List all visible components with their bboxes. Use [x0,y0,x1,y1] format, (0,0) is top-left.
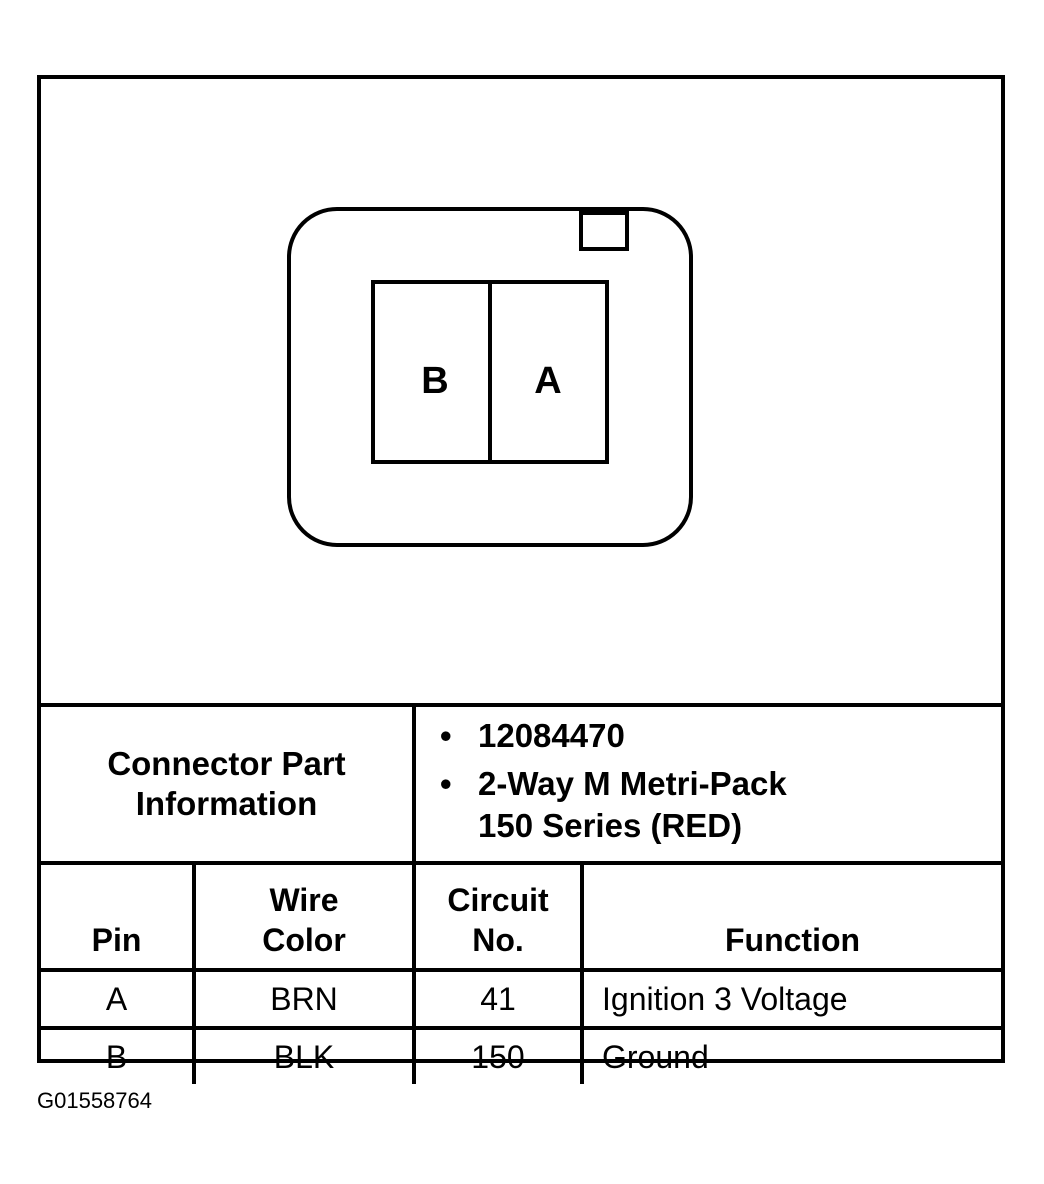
part-info-row: Connector Part Information • 12084470 • … [41,703,1002,865]
header-function-label: Function [724,922,861,958]
cell-wire-color: BRN [192,968,416,1030]
part-info-label-line2: Information [135,785,318,822]
part-info-items: • 12084470 • 2-Way M Metri-Pack 150 Seri… [411,703,1002,865]
part-number: 12084470 [478,717,625,754]
cell-circuit: 41 [412,968,584,1030]
part-description-item: • 2-Way M Metri-Pack 150 Series (RED) [440,763,1001,847]
connector-body-outline [287,207,693,547]
cell-pin: A [41,968,196,1030]
part-info-label: Connector Part Information [41,703,416,865]
header-wire-color-line1: Wire [269,882,339,918]
header-circuit-line2: No. [472,922,524,958]
connector-diagram: B A [41,79,1001,703]
bullet-icon: • [440,765,452,802]
connector-face-drawing: B A [287,207,693,547]
cell-function: Ignition 3 Voltage [579,968,1002,1030]
header-wire-color: Wire Color [192,861,416,972]
table-header-row: Pin Wire Color Circuit No. Function [41,861,1002,972]
cell-circuit: 150 [412,1026,584,1084]
connector-lock-tab [579,211,629,251]
cell-wire-color: BLK [192,1026,416,1084]
part-info-list: • 12084470 • 2-Way M Metri-Pack 150 Seri… [416,715,1001,847]
header-wire-color-line2: Color [262,922,346,958]
connector-info-table: Connector Part Information • 12084470 • … [41,703,1002,1084]
cell-function: Ground [579,1026,1002,1084]
header-circuit-line1: Circuit [447,882,549,918]
header-pin: Pin [41,861,196,972]
bullet-icon: • [440,717,452,754]
figure-id: G01558764 [37,1088,152,1113]
table-row: B BLK 150 Ground [41,1026,1002,1084]
part-description-line2: 150 Series (RED) [478,807,743,844]
pin-label-a: A [534,360,561,402]
cell-pin: B [41,1026,196,1084]
pin-label-b: B [421,360,448,402]
header-pin-label: Pin [91,922,142,958]
part-number-item: • 12084470 [440,715,1001,757]
part-description-line1: 2-Way M Metri-Pack [478,765,787,802]
connector-figure-frame: B A Connector Part Information • 1208447… [37,75,1005,1084]
header-function: Function [579,861,1002,972]
header-circuit-no: Circuit No. [412,861,584,972]
part-info-label-line1: Connector Part [107,745,346,782]
table-row: A BRN 41 Ignition 3 Voltage [41,968,1002,1030]
